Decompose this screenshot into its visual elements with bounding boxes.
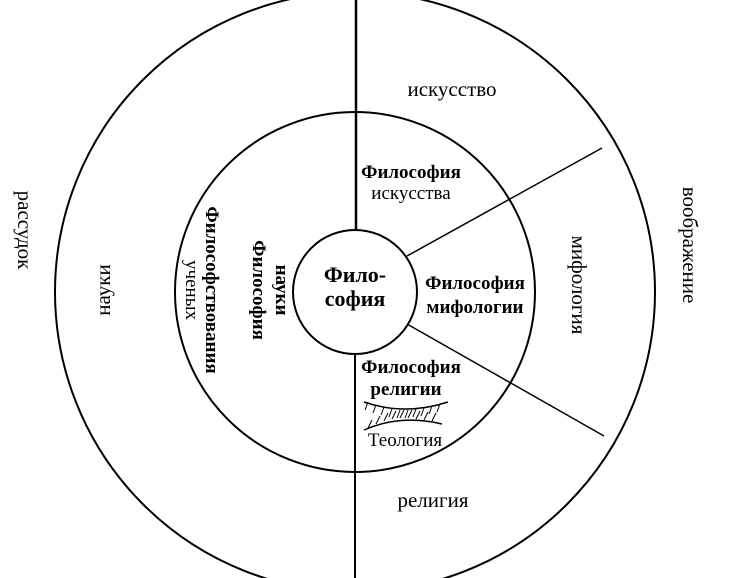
- label-philosophy-of-mythology-line1: Философия: [425, 273, 525, 294]
- label-philosophy-of-art-line1: Философия: [361, 162, 461, 183]
- divider-lower-right: [406, 323, 605, 437]
- label-art: искусство: [407, 77, 496, 101]
- center-label-line1: Фило-: [324, 262, 386, 287]
- theology-hatch: [363, 401, 449, 431]
- label-philosophy-of-religion-line1: Философия: [361, 357, 461, 378]
- label-mythology: мифология: [567, 236, 591, 335]
- label-imagination: воображение: [678, 187, 702, 304]
- outer-circle: [54, 0, 656, 578]
- label-reason: рассудок: [13, 191, 37, 271]
- label-philosophy-of-art-line2: искусства: [371, 183, 451, 204]
- label-philosophy-of-mythology-line2: мифологии: [427, 297, 524, 318]
- label-scientists-philosophizing-line1: Философствования: [201, 206, 222, 373]
- divider-upper-right: [406, 147, 603, 257]
- label-philosophy-of-science-line2: науки: [271, 265, 292, 316]
- label-philosophy-of-religion-line2: религии: [370, 379, 441, 400]
- label-philosophy-of-science-line1: Философия: [248, 240, 269, 340]
- center-label-line2: софия: [325, 286, 386, 311]
- label-sciences: науки: [91, 264, 115, 315]
- label-scientists-philosophizing-line2: ученых: [181, 260, 202, 320]
- label-theology: Теология: [368, 430, 443, 451]
- label-religion: религия: [397, 488, 468, 512]
